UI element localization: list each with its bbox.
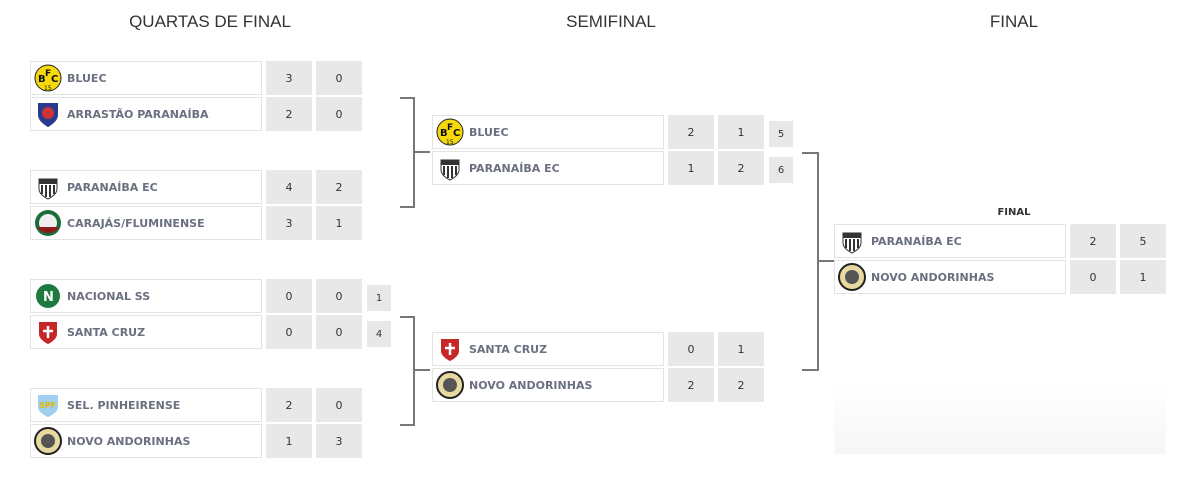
team-name: PARANAÍBA EC (67, 180, 158, 194)
svg-text:C: C (453, 128, 460, 139)
score-leg2: 1 (1120, 260, 1166, 294)
andorinhas-logo-icon (435, 370, 465, 400)
svg-text:SPF: SPF (39, 401, 56, 410)
score-leg1: 0 (1070, 260, 1116, 294)
score-leg2: 1 (316, 206, 362, 240)
santacruz-logo-icon (435, 334, 465, 364)
bracket-line (400, 316, 415, 426)
bracket-line (414, 369, 430, 371)
team-name: BLUEC (67, 71, 107, 85)
svg-text:F: F (447, 123, 453, 133)
score-leg1: 3 (266, 61, 312, 95)
penalty-score: 1 (367, 285, 391, 311)
svg-text:B: B (440, 128, 448, 139)
bracket-line (818, 260, 834, 262)
andorinhas-logo-icon (837, 262, 867, 292)
svg-text:C: C (51, 74, 58, 85)
bracket-line (802, 152, 819, 371)
team-name: NOVO ANDORINHAS (67, 434, 191, 448)
team-row[interactable]: ARRASTÃO PARANAÍBA (30, 97, 262, 131)
team-name: CARAJÁS/FLUMINENSE (67, 216, 205, 230)
team-row[interactable]: PARANAÍBA EC (30, 170, 262, 204)
team-name: SANTA CRUZ (469, 342, 548, 356)
score-leg2: 0 (316, 279, 362, 313)
score-leg1: 2 (1070, 224, 1116, 258)
score-leg1: 0 (266, 279, 312, 313)
score-leg1: 2 (266, 97, 312, 131)
team-row[interactable]: NOVO ANDORINHAS (834, 260, 1066, 294)
team-name: NOVO ANDORINHAS (871, 270, 995, 284)
svg-text:15: 15 (44, 85, 52, 92)
team-name: SANTA CRUZ (67, 325, 146, 339)
team-name: NACIONAL SS (67, 289, 151, 303)
score-leg2: 5 (1120, 224, 1166, 258)
bracket-line (400, 97, 415, 208)
svg-text:F: F (45, 69, 51, 79)
team-name: SEL. PINHEIRENSE (67, 398, 181, 412)
score-leg1: 2 (668, 368, 714, 402)
team-row[interactable]: NOVO ANDORINHAS (30, 424, 262, 458)
score-leg2: 2 (718, 368, 764, 402)
penalty-score: 6 (769, 157, 793, 183)
score-leg2: 2 (718, 151, 764, 185)
header-quarterfinals: QUARTAS DE FINAL (129, 12, 291, 31)
team-name: PARANAÍBA EC (871, 234, 962, 248)
score-leg2: 0 (316, 97, 362, 131)
nacional-logo-icon: N (33, 281, 63, 311)
score-leg2: 2 (316, 170, 362, 204)
santacruz-logo-icon (33, 317, 63, 347)
carajas-logo-icon (33, 208, 63, 238)
paranaiba-logo-icon (837, 226, 867, 256)
team-row[interactable]: PARANAÍBA EC (432, 151, 664, 185)
header-semifinal: SEMIFINAL (566, 12, 656, 31)
score-leg1: 0 (266, 315, 312, 349)
score-leg1: 2 (668, 115, 714, 149)
pinheirense-logo-icon: SPF (33, 390, 63, 420)
score-leg2: 0 (316, 315, 362, 349)
score-leg1: 2 (266, 388, 312, 422)
score-leg2: 3 (316, 424, 362, 458)
final-match-label: FINAL (997, 207, 1031, 218)
header-final: FINAL (989, 12, 1039, 31)
penalty-score: 5 (769, 121, 793, 147)
penalty-score: 4 (367, 321, 391, 347)
team-name: BLUEC (469, 125, 509, 139)
team-row[interactable]: SPF SEL. PINHEIRENSE (30, 388, 262, 422)
score-leg1: 3 (266, 206, 312, 240)
score-leg1: 0 (668, 332, 714, 366)
score-leg1: 4 (266, 170, 312, 204)
team-row[interactable]: NOVO ANDORINHAS (432, 368, 664, 402)
score-leg1: 1 (668, 151, 714, 185)
empty-match-placeholder (834, 382, 1166, 454)
score-leg1: 1 (266, 424, 312, 458)
score-leg2: 1 (718, 332, 764, 366)
score-leg2: 1 (718, 115, 764, 149)
svg-text:B: B (38, 74, 46, 85)
paranaiba-logo-icon (33, 172, 63, 202)
team-row[interactable]: N NACIONAL SS (30, 279, 262, 313)
team-name: NOVO ANDORINHAS (469, 378, 593, 392)
team-name: ARRASTÃO PARANAÍBA (67, 107, 209, 121)
bracket-line (414, 151, 430, 153)
svg-text:N: N (43, 290, 54, 305)
svg-text:15: 15 (446, 139, 454, 146)
paranaiba-logo-icon (435, 153, 465, 183)
team-row[interactable]: SANTA CRUZ (30, 315, 262, 349)
team-row[interactable]: PARANAÍBA EC (834, 224, 1066, 258)
team-row[interactable]: CARAJÁS/FLUMINENSE (30, 206, 262, 240)
team-row[interactable]: SANTA CRUZ (432, 332, 664, 366)
score-leg2: 0 (316, 388, 362, 422)
score-leg2: 0 (316, 61, 362, 95)
arrastao-logo-icon (33, 99, 63, 129)
andorinhas-logo-icon (33, 426, 63, 456)
team-name: PARANAÍBA EC (469, 161, 560, 175)
